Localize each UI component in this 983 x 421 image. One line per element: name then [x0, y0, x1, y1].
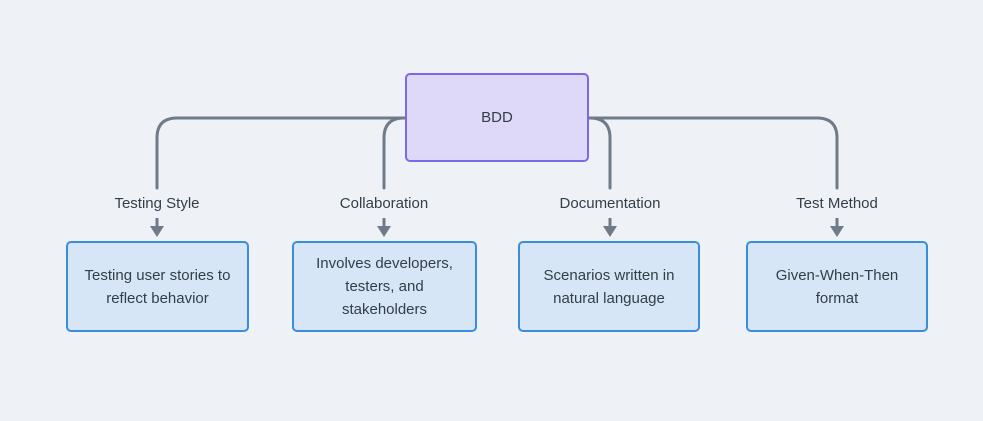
edge-label-testing-style: Testing Style [114, 195, 200, 212]
leaf-node-documentation[interactable]: Scenarios written in natural language [518, 241, 700, 332]
connector-documentation [586, 116, 612, 190]
connector-collaboration [382, 116, 407, 190]
leaf-node-text: Testing user stories to reflect behavior [84, 266, 231, 307]
leaf-node-testing-style[interactable]: Testing user stories to reflect behavior [66, 241, 249, 332]
arrow-head-icon [830, 226, 844, 237]
root-node-bdd[interactable]: BDD [405, 73, 589, 162]
leaf-node-text: Given-When-Then format [775, 266, 899, 307]
arrow-head-icon [603, 226, 617, 237]
arrow-head-icon [150, 226, 164, 237]
leaf-node-text: Scenarios written in natural language [543, 266, 675, 307]
root-node-label: BDD [481, 109, 513, 126]
edge-label-documentation: Documentation [559, 195, 661, 212]
edge-label-collaboration: Collaboration [339, 195, 429, 212]
leaf-node-collaboration[interactable]: Involves developers, testers, and stakeh… [292, 241, 477, 332]
connector-testing-style [155, 116, 407, 190]
edge-label-test-method: Test Method [796, 195, 878, 212]
arrow-head-icon [377, 226, 391, 237]
connector-test-method [586, 116, 839, 190]
leaf-node-text: Involves developers, testers, and stakeh… [316, 255, 453, 318]
leaf-node-test-method[interactable]: Given-When-Then format [746, 241, 928, 332]
